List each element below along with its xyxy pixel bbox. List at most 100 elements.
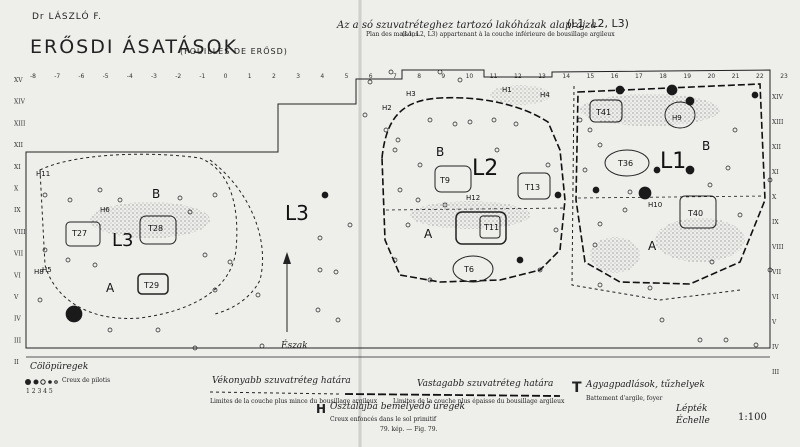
- posthole: [395, 137, 401, 143]
- column-label: 8: [417, 73, 421, 80]
- zone-b-l1: B: [702, 139, 710, 153]
- posthole: [415, 197, 421, 203]
- row-label-left: IX: [14, 207, 21, 214]
- column-label: -6: [78, 73, 84, 80]
- row-label-left: XIV: [14, 99, 26, 106]
- posthole: [333, 269, 339, 275]
- posthole: [597, 221, 603, 227]
- house-label-l3-marker: L3: [285, 201, 309, 225]
- pit-label: H12: [466, 194, 480, 202]
- column-label: 21: [732, 73, 740, 80]
- thin-layer-boundary: [39, 153, 238, 319]
- posthole: [315, 307, 321, 313]
- column-label: -1: [199, 73, 205, 80]
- zone-a-l1: A: [648, 239, 657, 253]
- row-label-left: VII: [13, 251, 24, 258]
- posthole: [553, 227, 559, 233]
- legend-pit-symbol: H: [316, 402, 327, 416]
- posthole: [212, 287, 218, 293]
- scale-label-fr: Échelle: [676, 416, 710, 426]
- thick-layer-boundary-l1: [575, 83, 766, 285]
- hearth-outline: [455, 211, 507, 245]
- pit-label: H3: [406, 90, 416, 98]
- column-label: -5: [103, 73, 109, 80]
- pit-label: H4: [540, 91, 550, 99]
- hearth-label: T28: [147, 224, 163, 233]
- posthole: [494, 147, 500, 153]
- posthole: [227, 259, 233, 265]
- posthole: [615, 85, 625, 95]
- posthole: [577, 117, 583, 123]
- legend-pit-fr: Creux enfoncés dans le sol primitif: [330, 416, 437, 423]
- house-label-l3: L3: [112, 230, 133, 251]
- posthole: [597, 142, 603, 148]
- author: Dr LÁSZLÓ F.: [32, 12, 102, 22]
- posthole: [638, 186, 652, 200]
- hearth-label: T9: [439, 176, 450, 185]
- posthole: [65, 305, 83, 323]
- column-label: 7: [393, 73, 397, 80]
- hearth-label: T40: [687, 209, 703, 218]
- posthole: [442, 202, 448, 208]
- column-label: -3: [151, 73, 157, 80]
- posthole: [709, 259, 715, 265]
- pit-label: H5: [42, 266, 52, 274]
- hearth-outline: [517, 172, 551, 200]
- row-label-left: II: [14, 359, 19, 366]
- hearth-label: T36: [617, 159, 633, 168]
- column-label: 4: [320, 73, 324, 80]
- thin-layer-boundary-outer: [209, 159, 264, 315]
- posthole: [697, 337, 703, 343]
- legend-pit: Osztalajba bemélyedő üregek: [330, 402, 465, 412]
- column-label: 5: [345, 73, 349, 80]
- posthole: [192, 345, 198, 351]
- caption-hungarian: Az alsó szuvatréteghez tartozó lakóházak…: [337, 20, 597, 31]
- scale-value: 1:100: [738, 412, 767, 423]
- posthole: [65, 257, 71, 263]
- map-title: ERŐSDI ÁSATÁSOK: [30, 36, 239, 58]
- row-label-right: IX: [772, 219, 779, 226]
- posthole: [321, 191, 329, 199]
- row-label-right: V: [771, 319, 777, 326]
- caption-french: Plan des maisons: [366, 31, 419, 38]
- clay-spread: [590, 237, 640, 273]
- posthole: [627, 189, 633, 195]
- row-label-left: XI: [14, 164, 21, 171]
- posthole: [383, 127, 389, 133]
- hearth-label: T27: [71, 229, 87, 238]
- posthole: [427, 277, 433, 283]
- posthole: [537, 267, 543, 273]
- posthole: [513, 121, 519, 127]
- posthole: [582, 167, 588, 173]
- column-label: 19: [683, 73, 691, 80]
- legend-postholes-sizes: 1 2 3 4 5: [26, 388, 53, 395]
- zone-b-l2: B: [436, 145, 444, 159]
- hearth-outline: [434, 165, 472, 193]
- column-label: 1: [248, 73, 252, 80]
- posthole: [42, 247, 48, 253]
- posthole: [259, 343, 265, 349]
- posthole: [622, 207, 628, 213]
- legend-thin-layer-fr: Limites de la couche plus mince du bousi…: [210, 398, 378, 405]
- pit-label: H6: [100, 206, 110, 214]
- posthole: [347, 222, 353, 228]
- posthole: [117, 197, 123, 203]
- thick-layer-boundary-l2: [381, 96, 566, 283]
- posthole: [37, 297, 43, 303]
- posthole: [317, 235, 323, 241]
- row-label-left: VIII: [13, 229, 26, 236]
- row-label-left: X: [14, 186, 19, 193]
- row-label-right: XIII: [772, 119, 784, 126]
- legend-postholes: Cölöpüregek: [30, 362, 89, 372]
- posthole: [362, 112, 368, 118]
- posthole: [212, 192, 218, 198]
- row-label-right: XII: [772, 144, 782, 151]
- row-label-left: VI: [13, 272, 21, 279]
- column-label: 3: [296, 73, 300, 80]
- posthole: [666, 84, 678, 96]
- posthole: [67, 197, 73, 203]
